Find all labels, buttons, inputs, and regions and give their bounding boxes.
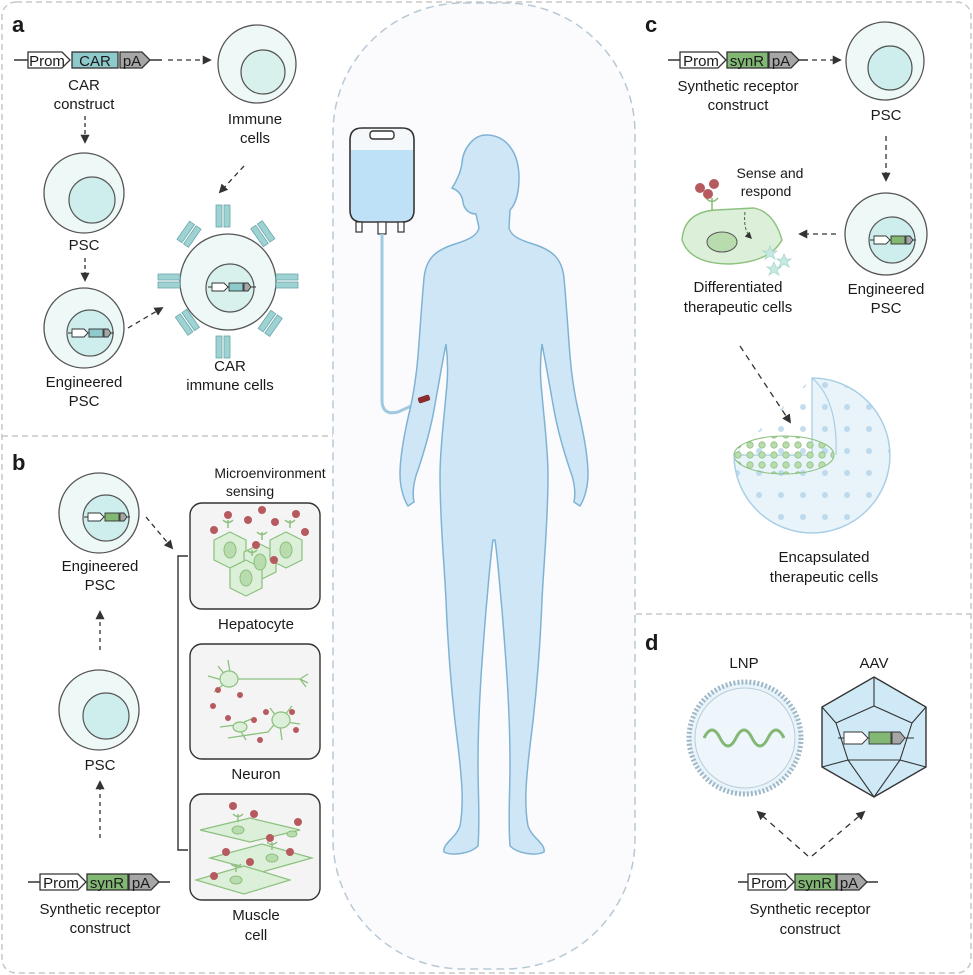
synr-construct-label-d-2: construct [780,921,842,938]
synr-construct-diagram-b [28,873,170,891]
hepatocyte-panel [189,502,321,610]
synr-construct-diagram-c [668,51,808,69]
engineered-psc-label-a-1: Engineered [46,374,123,391]
panel-label-d: d [645,630,658,655]
synr-construct-label-c-2: construct [708,97,770,114]
neuron-panel [189,643,321,760]
lnp-particle [686,679,804,797]
encapsulated-label-1: Encapsulated [779,549,870,566]
engineered-psc-c [844,192,928,276]
car-immune-label-1: CAR [214,358,246,375]
construct-prom-label: Prom [29,53,65,70]
neuron-label: Neuron [231,766,280,783]
construct-pa-label: pA [123,53,141,70]
engineered-psc-label-c-2: PSC [871,300,902,317]
differentiated-label-2: therapeutic cells [684,299,792,316]
muscle-panel [189,793,321,901]
sense-respond-label-1: Sense and [737,165,804,181]
arrow-construct-to-aav [811,810,866,857]
construct-d-prom: Prom [751,875,787,892]
construct-b-prom: Prom [43,875,79,892]
iv-tube [380,234,421,415]
aav-label: AAV [860,655,889,672]
muscle-label-2: cell [245,927,268,944]
encapsulated-label-2: therapeutic cells [770,569,878,586]
iv-catheter [417,394,431,404]
car-immune-cell [157,204,299,359]
arrow-engineered-to-bracket [145,516,174,550]
engineered-psc-cell [43,287,125,369]
engineered-psc-label-b-1: Engineered [62,558,139,575]
differentiated-cell [681,179,793,276]
construct-car-label: CAR [79,53,111,70]
arrow-construct-to-lnp [756,810,809,857]
synr-construct-label-b-1: Synthetic receptor [40,901,161,918]
engineered-psc-label-a-2: PSC [69,393,100,410]
engineered-psc-label-b-2: PSC [85,577,116,594]
engineered-psc-label-c-1: Engineered [848,281,925,298]
psc-label-a: PSC [69,237,100,254]
aav-particle [821,676,927,798]
construct-c-prom: Prom [683,53,719,70]
synr-construct-label-d-1: Synthetic receptor [750,901,871,918]
car-immune-label-2: immune cells [186,377,274,394]
panel-label-a: a [12,12,25,37]
immune-cells-label-1: Immune [228,111,282,128]
psc-label-c: PSC [871,107,902,124]
muscle-label-1: Muscle [232,907,280,924]
construct-d-pa: pA [840,875,858,892]
immune-cells-label-2: cells [240,130,270,147]
sense-respond-label-2: respond [741,183,792,199]
construct-c-pa: pA [772,53,790,70]
construct-d-synr: synR [798,875,832,892]
psc-cell-c [845,21,925,101]
panel-label-c: c [645,12,657,37]
car-construct-label-1: CAR [68,77,100,94]
microenvironment-label-2: sensing [226,483,274,499]
engineered-psc-b [58,472,140,554]
iv-bag [349,127,415,235]
microenvironment-label-1: Microenvironment [214,465,325,481]
synr-construct-diagram-d [738,873,878,891]
differentiated-label-1: Differentiated [694,279,783,296]
synr-construct-label-c-1: Synthetic receptor [678,78,799,95]
psc-cell-b [58,669,140,751]
car-construct-label-2: construct [54,96,116,113]
car-construct-diagram [14,51,162,69]
lnp-label: LNP [729,655,758,672]
arrow-engineered-to-car [127,307,164,329]
arrow-immune-to-car [218,165,245,194]
construct-b-synr: synR [90,875,124,892]
construct-c-synr: synR [730,53,764,70]
arrow-differentiated-to-encapsulated [739,345,792,424]
immune-cell [217,24,297,104]
human-silhouette [399,134,589,855]
psc-label-b: PSC [85,757,116,774]
encapsulation-capsule [733,377,891,534]
cell-type-bracket [177,555,188,851]
construct-b-pa: pA [132,875,150,892]
synr-construct-label-b-2: construct [70,920,132,937]
psc-cell [43,152,125,234]
panel-label-b: b [12,450,25,475]
hepatocyte-label: Hepatocyte [218,616,294,633]
